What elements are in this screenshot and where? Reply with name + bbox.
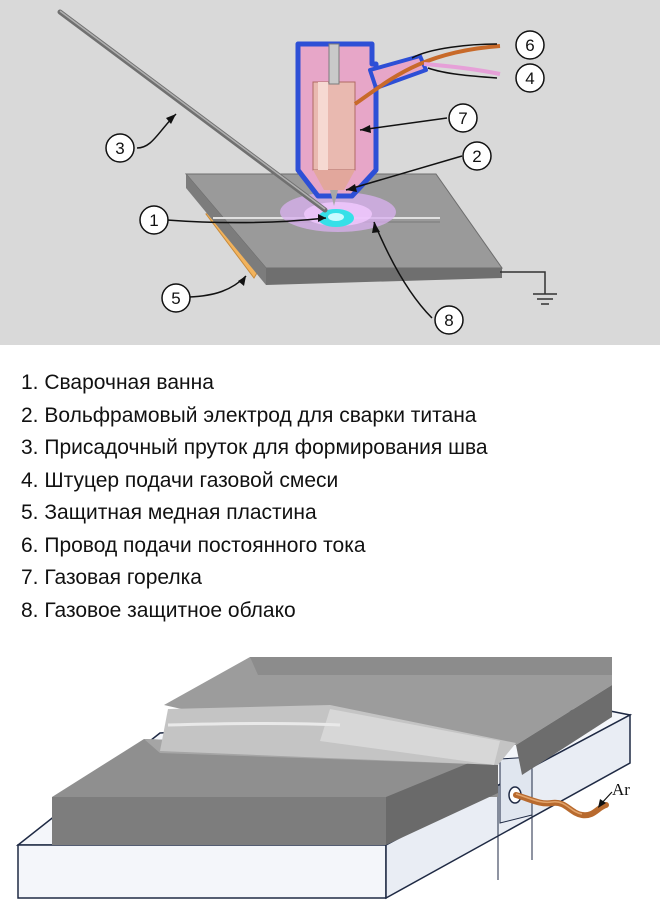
leader-arrowheads — [166, 114, 380, 286]
svg-text:6: 6 — [525, 36, 534, 55]
svg-text:8: 8 — [444, 311, 453, 330]
legend-item-gas-torch: 7. Газовая горелка — [21, 566, 202, 589]
callout-5: 5 — [161, 283, 191, 313]
svg-text:2: 2 — [472, 147, 481, 166]
svg-text:5: 5 — [171, 289, 180, 308]
right-workpiece-side — [516, 685, 612, 775]
filler-rod — [57, 9, 328, 213]
callout-2: 2 — [462, 141, 492, 171]
tig-welding-diagram: 1 2 3 4 5 6 7 8 — [0, 0, 660, 345]
workpiece-front-edge — [266, 268, 502, 285]
legend-item-copper-plate: 5. Защитная медная пластина — [21, 501, 317, 524]
svg-text:4: 4 — [525, 69, 534, 88]
left-workpiece-front — [52, 797, 386, 845]
svg-text:7: 7 — [458, 109, 467, 128]
base-plate-front — [17, 844, 387, 899]
ground-wire — [500, 271, 546, 294]
argon-label: Ar — [612, 780, 630, 799]
svg-text:3: 3 — [115, 139, 124, 158]
legend-item-power-cable: 6. Провод подачи постоянного тока — [21, 533, 366, 557]
legend: 1. Сварочная ванна 2. Вольфрамовый элект… — [0, 345, 660, 645]
legend-list: 1. Сварочная ванна 2. Вольфрамовый элект… — [0, 345, 660, 627]
legend-item-filler-rod: 3. Присадочный пруток для формирования ш… — [21, 436, 488, 459]
gas-inlet-fitting — [368, 54, 428, 90]
gas-hose — [423, 62, 501, 76]
backing-plate-diagram: Ar — [0, 645, 660, 915]
callout-7: 7 — [448, 103, 478, 133]
argon-tube — [513, 792, 609, 819]
power-cable — [353, 44, 501, 106]
workpiece-left-edge — [186, 174, 266, 285]
callout-6: 6 — [515, 30, 545, 60]
tungsten-electrode — [328, 43, 340, 85]
svg-text:1: 1 — [149, 211, 158, 230]
legend-item-gas-fitting: 4. Штуцер подачи газовой смеси — [21, 468, 339, 492]
callout-3: 3 — [105, 133, 135, 163]
leader-lines — [136, 43, 498, 319]
legend-item-gas-cloud: 8. Газовое защитное облако — [21, 598, 296, 622]
callout-4: 4 — [515, 63, 545, 93]
ground-icon — [533, 293, 557, 305]
callout-1: 1 — [139, 205, 169, 235]
callout-8: 8 — [434, 305, 464, 335]
legend-item-weld-pool: 1. Сварочная ванна — [21, 371, 214, 394]
legend-item-tungsten-electrode: 2. Вольфрамовый электрод для сварки тита… — [21, 403, 477, 427]
